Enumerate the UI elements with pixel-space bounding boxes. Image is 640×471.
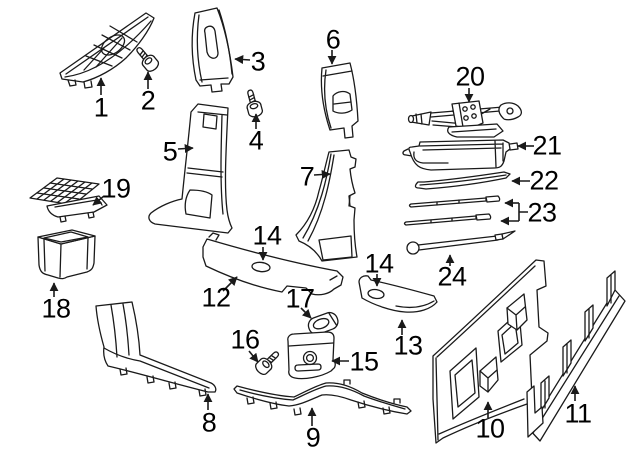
part-15-jack-cover-door <box>287 331 336 380</box>
callout-8[interactable]: 8 <box>201 407 217 438</box>
callout-7[interactable]: 7 <box>299 161 315 192</box>
part-10-cab-back-panel <box>432 259 549 444</box>
callout-20[interactable]: 20 <box>455 61 485 92</box>
part-24-jack-handle <box>406 230 516 255</box>
callout-9[interactable]: 9 <box>305 422 321 453</box>
part-2-screw <box>131 43 162 75</box>
callout-3-arrow <box>234 55 251 65</box>
callout-17-arrow <box>300 307 312 319</box>
leader-lines <box>49 50 580 426</box>
callout-14-right[interactable]: 14 <box>364 248 394 279</box>
callout-12-arrow <box>222 276 238 292</box>
part-19-bin-lid <box>29 177 108 223</box>
callout-23-bracket <box>518 203 528 221</box>
callout-13[interactable]: 13 <box>393 330 423 361</box>
part-6-c-pillar-upper-trim <box>320 62 359 139</box>
part-22-pry-bar <box>414 171 511 190</box>
callout-11[interactable]: 11 <box>564 398 592 429</box>
part-17-bezel-clip <box>307 311 339 335</box>
callout-1[interactable]: 1 <box>93 92 109 123</box>
callout-2[interactable]: 2 <box>140 85 156 116</box>
callout-4[interactable]: 4 <box>248 125 264 156</box>
part-18-storage-bin <box>37 229 96 280</box>
part-5-b-pillar-lower-trim <box>148 103 233 234</box>
part-23-jack-rods <box>403 195 501 226</box>
part-3-b-pillar-upper-trim <box>191 7 234 93</box>
emblem-inner <box>305 353 315 363</box>
part-11-cab-back-panel-right <box>526 270 626 442</box>
callout-3[interactable]: 3 <box>250 46 266 77</box>
part-14-plug-hole-right <box>367 288 385 300</box>
callout-16-arrow <box>248 350 259 363</box>
callout-17[interactable]: 17 <box>285 283 315 314</box>
part-9-door-sill-scuff-plate <box>233 379 412 416</box>
callout-7-arrow <box>313 170 331 180</box>
callout-16[interactable]: 16 <box>230 324 260 355</box>
callout-24[interactable]: 24 <box>437 261 467 292</box>
part-1-a-pillar-trim <box>59 12 155 89</box>
callout-6[interactable]: 6 <box>325 24 341 55</box>
part-7-c-pillar-lower-trim <box>295 149 358 262</box>
part-21-jack-tool-tray <box>402 139 519 171</box>
callout-14-left[interactable]: 14 <box>252 220 282 251</box>
callout-22[interactable]: 22 <box>529 165 559 196</box>
callout-19[interactable]: 19 <box>101 173 131 204</box>
part-20-scissor-jack <box>407 100 523 138</box>
callout-5[interactable]: 5 <box>162 136 178 167</box>
callout-12[interactable]: 12 <box>201 282 231 313</box>
part-8-cowl-sill-trim <box>95 301 217 397</box>
callout-23[interactable]: 23 <box>527 197 557 228</box>
callout-19-arrow <box>92 195 105 206</box>
part-4-screw <box>242 87 265 119</box>
callout-5-arrow <box>177 144 194 154</box>
part-13-back-panel-trim-right <box>358 275 438 313</box>
callout-15[interactable]: 15 <box>349 346 379 377</box>
part-14-plug-hole-left <box>251 261 271 273</box>
callout-18[interactable]: 18 <box>41 293 71 324</box>
callout-10[interactable]: 10 <box>475 413 505 444</box>
callout-21[interactable]: 21 <box>532 130 562 161</box>
